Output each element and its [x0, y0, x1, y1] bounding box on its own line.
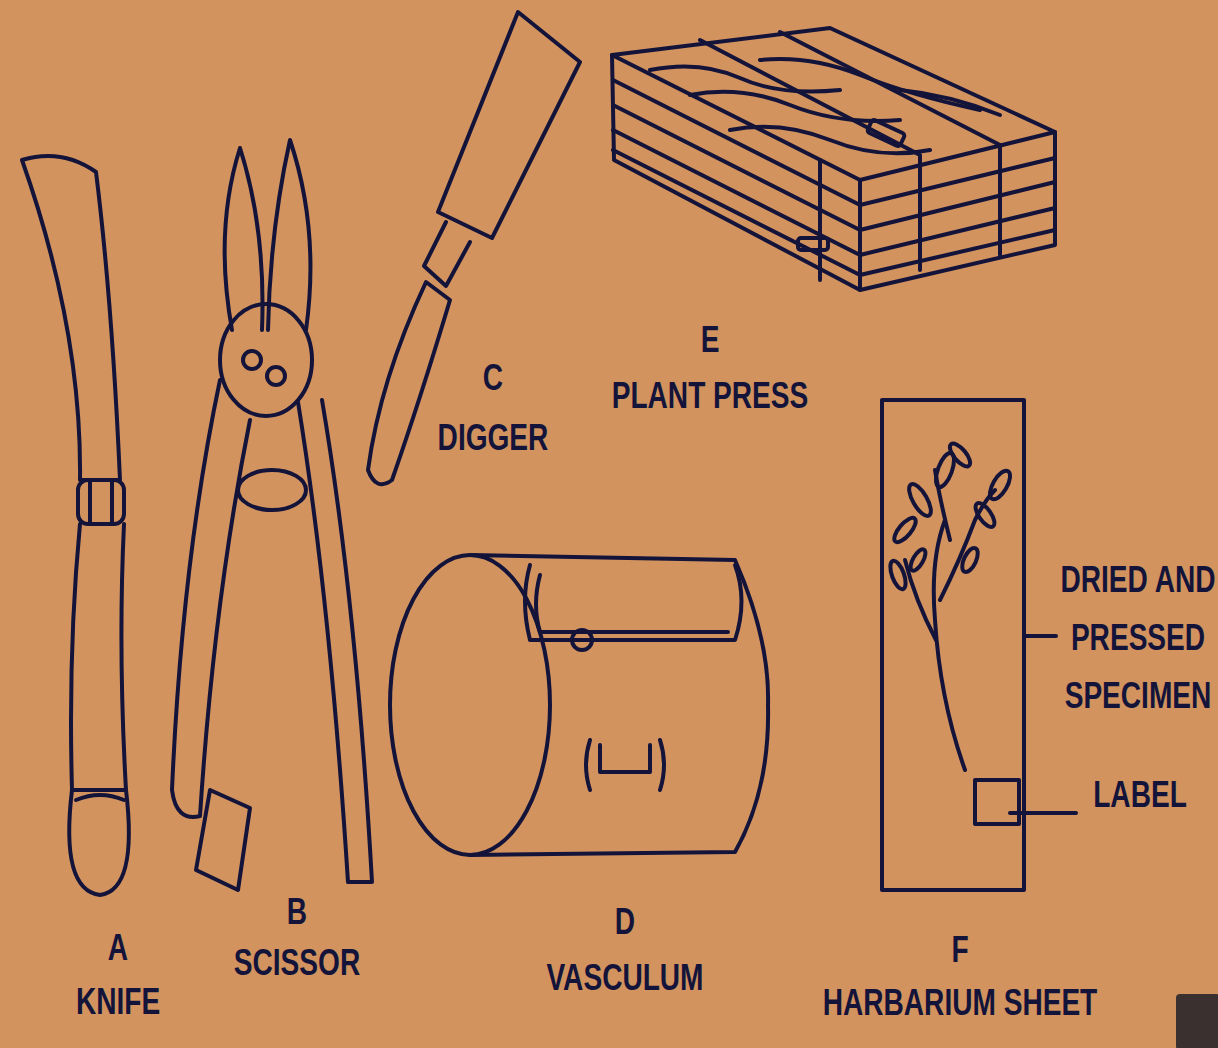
- letter-label: E: [687, 320, 734, 360]
- letter-label: B: [274, 892, 321, 932]
- tool-name: DIGGER: [415, 418, 571, 458]
- leader-line: [1024, 634, 1056, 638]
- letter-label: A: [95, 928, 142, 968]
- plant-press-drawing: [612, 28, 1055, 290]
- tool-name: PLANT PRESS: [593, 376, 827, 416]
- herbarium-sheet-drawing: [882, 400, 1076, 890]
- knife-drawing: [22, 156, 129, 895]
- callout-text: DRIED AND PRESSED SPECIMEN: [1060, 551, 1216, 725]
- callout-text: LABEL: [1078, 775, 1203, 815]
- letter-label: C: [470, 358, 517, 398]
- digger-drawing: [368, 12, 580, 484]
- letter-label: F: [937, 930, 984, 970]
- tool-name: KNIFE: [56, 982, 181, 1022]
- vasculum-drawing: [390, 555, 768, 855]
- logo-fragment: [1176, 994, 1218, 1048]
- leader-line: [1010, 811, 1076, 815]
- letter-label: D: [602, 902, 649, 942]
- scissor-drawing: [172, 140, 372, 890]
- tool-name: HARBARIUM SHEET: [796, 983, 1124, 1023]
- tool-name: SCISSOR: [211, 943, 383, 983]
- tool-name: VASCULUM: [524, 958, 727, 998]
